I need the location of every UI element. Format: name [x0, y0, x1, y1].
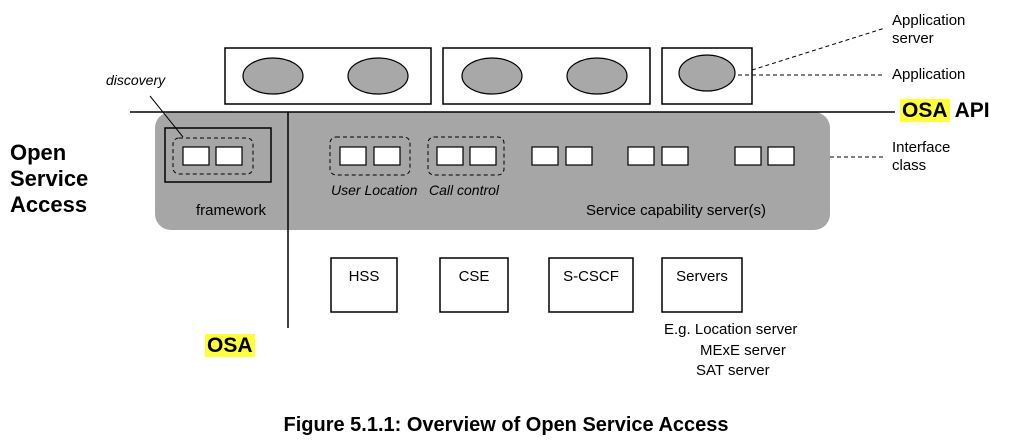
framework-label: framework	[196, 202, 267, 219]
application-server-line: Application	[892, 12, 966, 29]
osa-bottom-label: OSA	[205, 334, 255, 358]
leader-discovery	[149, 95, 184, 138]
scs-label: Service capability server(s)	[586, 202, 767, 219]
open-service-access-label: Open Service Access	[10, 140, 88, 218]
servers-note-line-3: SAT server	[696, 362, 770, 379]
interface-class-square	[182, 146, 210, 166]
server-box-scscf	[548, 257, 634, 313]
interface-class-square	[565, 146, 593, 166]
server-label-hss: HSS	[348, 268, 380, 285]
interface-class-label: Interface class	[892, 139, 950, 175]
server-label-cse: CSE	[458, 268, 490, 285]
interface-class-line: class	[892, 157, 927, 174]
interface-class-square	[767, 146, 795, 166]
leader-app-server	[751, 27, 886, 71]
server-label-servers: Servers	[676, 268, 728, 285]
framework-box	[164, 127, 272, 183]
interface-class-square	[339, 146, 367, 166]
interface-class-square	[469, 146, 497, 166]
osa-api-label: OSA API	[900, 99, 990, 123]
interface-class-square	[531, 146, 559, 166]
interface-class-square	[373, 146, 401, 166]
osa-api-highlight: OSA	[900, 99, 950, 122]
left-label-line: Service	[10, 166, 89, 191]
osa-panel	[155, 112, 830, 230]
application-server-line: server	[892, 30, 934, 47]
server-box-hss	[330, 257, 398, 313]
left-label-line: Access	[10, 192, 88, 217]
application-ellipse-3	[461, 57, 523, 95]
osa-bottom-highlight: OSA	[205, 334, 255, 357]
interface-class-square	[215, 146, 243, 166]
call-control-dashed-group	[427, 136, 505, 176]
application-server-label: Application server	[892, 12, 965, 48]
call-control-label: Call control	[429, 182, 500, 198]
server-box-servers	[661, 257, 743, 313]
discovery-dashed-group	[172, 137, 254, 175]
interface-class-square	[661, 146, 689, 166]
servers-note-line-2: MExE server	[700, 342, 786, 359]
left-label-line: Open	[10, 140, 67, 165]
interface-class-square	[734, 146, 762, 166]
server-label-scscf: S-CSCF	[563, 268, 619, 285]
application-ellipse-2	[347, 57, 409, 95]
interface-class-line: Interface	[892, 139, 951, 156]
application-ellipse-4	[566, 57, 628, 95]
application-ellipse-5	[678, 54, 736, 92]
interface-class-square	[436, 146, 464, 166]
application-label: Application	[892, 66, 966, 83]
osa-api-text: API	[954, 99, 990, 122]
discovery-label: discovery	[106, 72, 166, 88]
figure-caption: Figure 5.1.1: Overview of Open Service A…	[283, 414, 729, 436]
servers-note-line-1: E.g. Location server	[664, 321, 798, 338]
application-ellipse-1	[242, 57, 304, 95]
user-location-label: User Location	[331, 182, 418, 198]
server-box-cse	[439, 257, 509, 313]
interface-class-square	[627, 146, 655, 166]
